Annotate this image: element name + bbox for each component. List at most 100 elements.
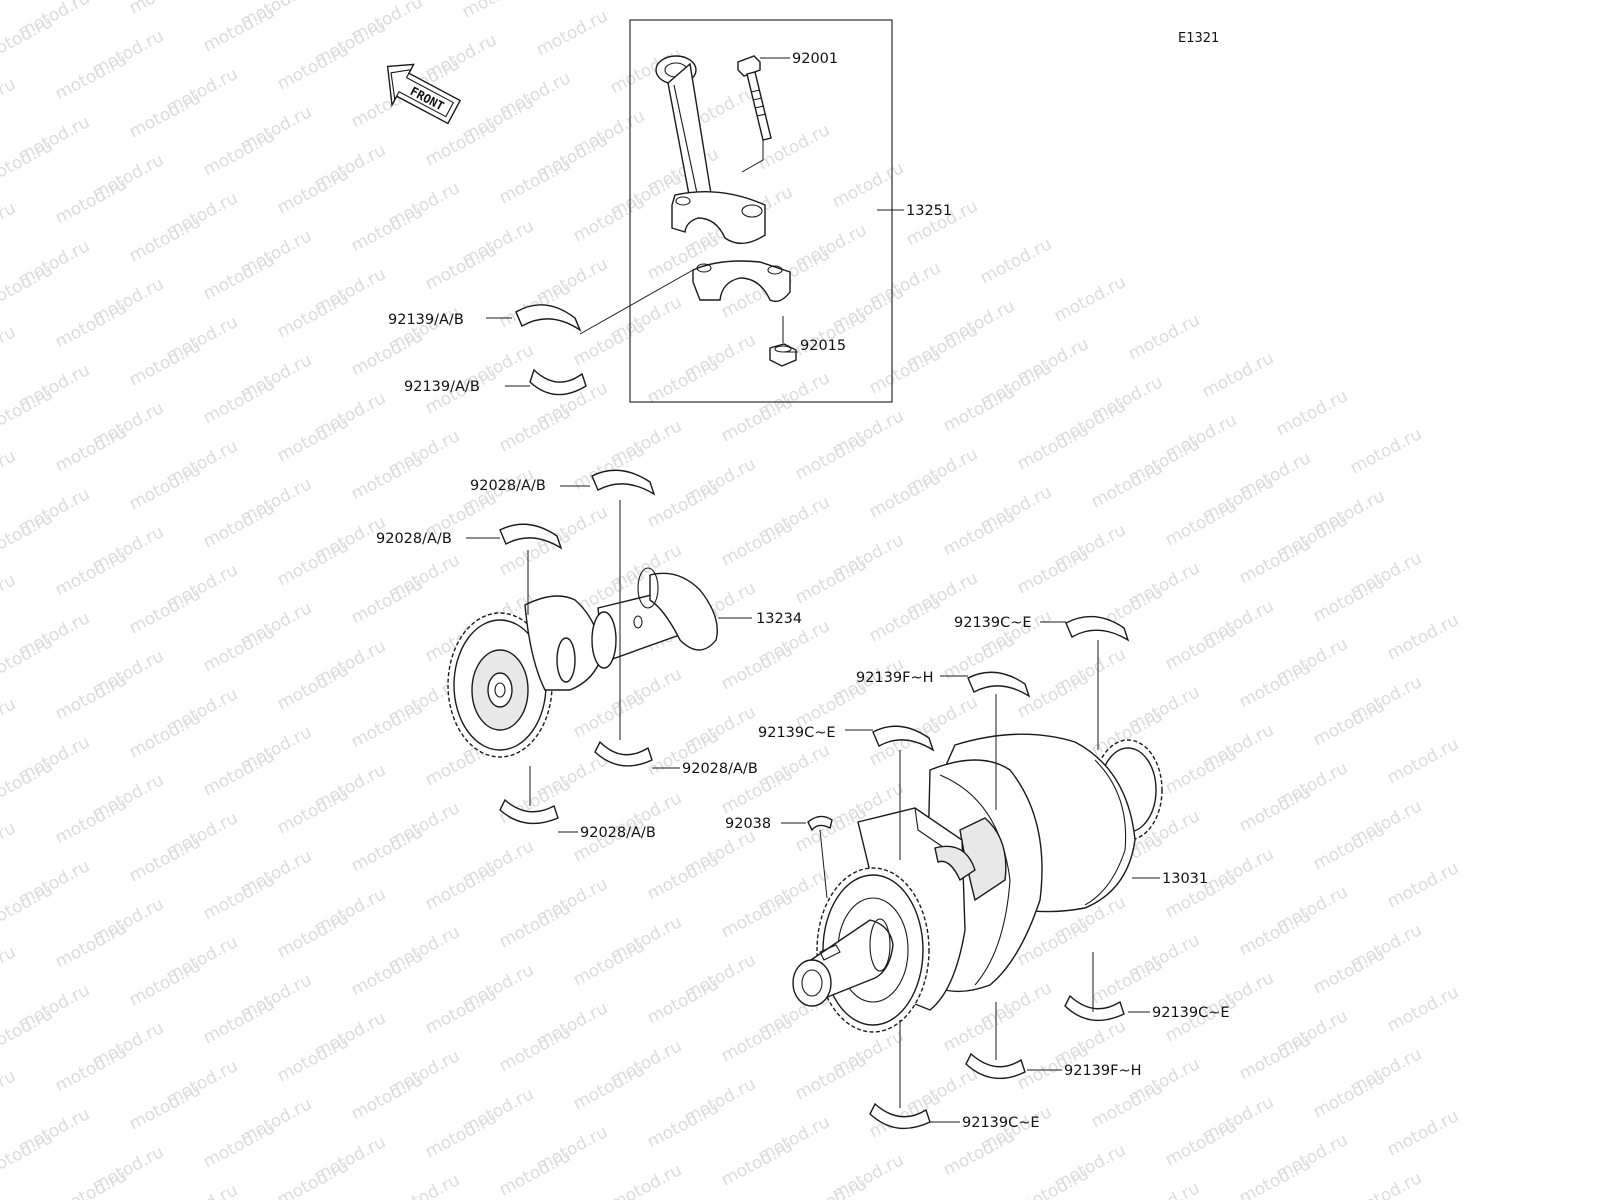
watermark-text: motod.ru [200,250,278,304]
watermark-text: motod.ru [496,1022,574,1076]
watermark-text: motod.ru [52,546,130,600]
watermark-text: motod.ru [126,584,204,638]
watermark-text: motod.ru [274,536,352,590]
watermark-text: motod.ru [385,1170,463,1200]
watermark-text: motod.ru [1236,906,1314,960]
watermark-text: motod.ru [1051,272,1129,326]
watermark-text: motod.ru [1014,668,1092,722]
watermark-text: motod.ru [1088,954,1166,1008]
label-92028ab-2: 92028/A/B [376,531,452,547]
watermark-text: motod.ru [496,402,574,456]
watermark-text: motod.ru [644,974,722,1028]
watermark-text: motod.ru [718,516,796,570]
watermark-text: motod.ru [126,460,204,514]
label-92038: 92038 [725,816,771,832]
balancer-gear [447,612,553,758]
watermark-text: motod.ru [0,570,19,624]
watermark-text: motod.ru [274,784,352,838]
label-92139ab-upper: 92139/A/B [388,312,464,328]
watermark-text: motod.ru [1236,1030,1314,1084]
watermark-text: motod.ru [1384,858,1462,912]
watermark-text: motod.ru [792,802,870,856]
watermark-text: motod.ru [274,288,352,342]
watermark-text: motod.ru [1125,310,1203,364]
watermark-text: motod.ru [1236,534,1314,588]
con-rod-bearing-lower [529,368,587,396]
watermark-text: motod.ru [496,154,574,208]
watermark-text: motod.ru [570,688,648,742]
watermark-text: motod.ru [570,192,648,246]
watermark-text: motod.ru [348,698,426,752]
watermark-text: motod.ru [459,0,537,22]
watermark-text: motod.ru [200,126,278,180]
watermark-text: motod.ru [200,994,278,1048]
watermark-text: motod.ru [644,1098,722,1152]
watermark-text: motod.ru [126,1080,204,1134]
label-92139ce-2: 92139C~E [758,725,836,741]
con-rod-assembly-frame [629,19,893,403]
watermark-text: motod.ru [422,240,500,294]
watermark-text: motod.ru [348,450,426,504]
main-bearing-upper-3 [872,725,935,752]
label-92028ab-3: 92028/A/B [682,761,758,777]
watermark-text: motod.ru [52,1042,130,1096]
watermark-text: motod.ru [1384,982,1462,1036]
watermark-text: motod.ru [718,392,796,446]
watermark-text: motod.ru [200,622,278,676]
watermark-text: motod.ru [1384,734,1462,788]
label-92139ce-1: 92139C~E [954,615,1032,631]
watermark-text: motod.ru [0,322,19,376]
watermark-text: motod.ru [829,158,907,212]
watermark-text: motod.ru [348,326,426,380]
watermark-text: motod.ru [348,574,426,628]
watermark-text: motod.ru [52,50,130,104]
watermark-text: motod.ru [200,374,278,428]
watermark-text: motod.ru [718,1012,796,1066]
label-92139ab-lower: 92139/A/B [404,379,480,395]
watermark-text: motod.ru [1347,424,1425,478]
watermark-text: motod.ru [792,1050,870,1104]
label-13251: 13251 [906,203,952,219]
watermark-text: motod.ru [644,478,722,532]
watermark-text: motod.ru [940,506,1018,560]
watermark-text: motod.ru [1310,944,1388,998]
label-92001: 92001 [792,51,838,67]
watermark-text: motod.ru [126,956,204,1010]
watermark-text: motod.ru [348,202,426,256]
watermark-text: motod.ru [644,850,722,904]
watermark-text: motod.ru [1014,420,1092,474]
label-13234: 13234 [756,611,802,627]
watermark-text: motod.ru [1088,458,1166,512]
watermark-text: motod.ru [607,1160,685,1200]
watermark-text: motod.ru [422,860,500,914]
watermark-text: motod.ru [126,0,204,18]
watermark-text: motod.ru [1273,386,1351,440]
watermark-text: motod.ru [52,174,130,228]
watermark-text: motod.ru [1236,658,1314,712]
con-rod-bolt [737,55,772,141]
watermark-text: motod.ru [866,592,944,646]
watermark-text: motod.ru [1125,1178,1203,1200]
watermark-text: motod.ru [1199,348,1277,402]
watermark-text: motod.ru [718,640,796,694]
watermark-text: motod.ru [1014,544,1092,598]
watermark-text: motod.ru [977,234,1055,288]
con-rod-nut [769,343,797,367]
watermark-text: motod.ru [0,198,19,252]
watermark-text: motod.ru [1347,1168,1425,1200]
watermark-text: motod.ru [200,870,278,924]
watermark-text: motod.ru [940,1126,1018,1180]
watermark-text: motod.ru [200,1118,278,1172]
watermark-text: motod.ru [496,1146,574,1200]
watermark-text: motod.ru [0,942,19,996]
watermark-text: motod.ru [1310,1068,1388,1122]
watermark-text: motod.ru [126,212,204,266]
watermark-text: motod.ru [1310,696,1388,750]
watermark-text: motod.ru [200,746,278,800]
main-bearing-upper-1 [1065,615,1130,642]
watermark-text: motod.ru [348,1070,426,1124]
main-bearing-lower-3 [869,1102,931,1130]
watermark-text: motod.ru [644,354,722,408]
watermark-text: motod.ru [940,1002,1018,1056]
